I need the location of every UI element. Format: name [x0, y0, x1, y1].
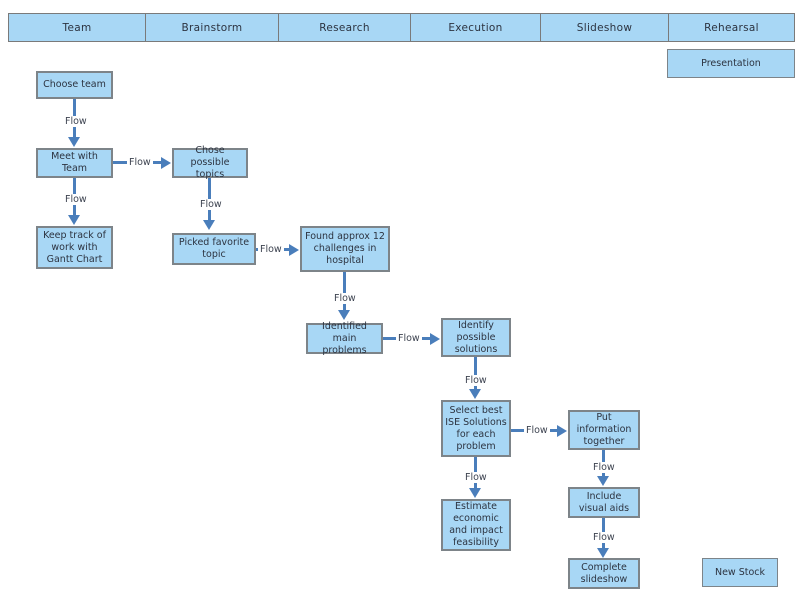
connector-picked-to-found-label: Flow [258, 244, 284, 255]
node-chose-possible-topics[interactable]: Chose possible topics [172, 145, 248, 180]
node-select-best-ise-solutions-label: Select best ISE Solutions for each probl… [445, 404, 507, 452]
lane-header-execution[interactable]: Execution [410, 13, 541, 42]
connector-put-to-include-arrow-icon [597, 476, 609, 486]
connector-meet-to-chose-label: Flow [127, 157, 153, 168]
lane-header-team[interactable]: Team [8, 13, 146, 42]
node-keep-track-gantt[interactable]: Keep track of work with Gantt Chart [36, 226, 113, 269]
node-meet-with-team-label: Meet with Team [51, 151, 98, 174]
connector-found-to-identified-arrow-icon [338, 310, 350, 320]
node-chose-possible-topics-label: Chose possible topics [190, 145, 230, 180]
connector-identified-to-identify-arrow-icon [430, 333, 440, 345]
node-new-stock[interactable]: New Stock [702, 558, 778, 587]
connector-put-to-include-label: Flow [591, 462, 617, 473]
node-identified-main-problems[interactable]: Identified main problems [306, 320, 383, 356]
node-choose-team-label: Choose team [43, 79, 106, 90]
lane-header-rehearsal-label: Rehearsal [704, 21, 759, 34]
connector-choose-to-meet-label: Flow [63, 116, 89, 127]
lane-header-brainstorm[interactable]: Brainstorm [145, 13, 279, 42]
node-found-challenges-label: Found approx 12 challenges in hospital [305, 231, 385, 266]
node-identify-possible-solutions[interactable]: Identify possible solutions [441, 318, 511, 357]
connector-select-to-estimate-label: Flow [463, 472, 489, 483]
node-keep-track-gantt-label: Keep track of work with Gantt Chart [43, 229, 106, 265]
connector-meet-to-keep-label: Flow [63, 194, 89, 205]
connector-identified-to-identify-label: Flow [396, 333, 422, 344]
node-identified-main-problems-label: Identified main problems [322, 320, 367, 356]
lane-header-rehearsal[interactable]: Rehearsal [668, 13, 795, 42]
connector-found-to-identified-label: Flow [332, 293, 358, 304]
node-new-stock-label: New Stock [714, 566, 766, 578]
node-complete-slideshow[interactable]: Complete slideshow [568, 558, 640, 589]
connector-select-to-estimate-arrow-icon [469, 488, 481, 498]
node-estimate-feasibility-label: Estimate economic and impact feasibility [449, 501, 503, 548]
lane-header-slideshow-label: Slideshow [576, 21, 633, 34]
node-choose-team[interactable]: Choose team [36, 71, 113, 99]
connector-include-to-complete-label: Flow [591, 532, 617, 543]
node-presentation[interactable]: Presentation [667, 49, 795, 78]
connector-picked-to-found-arrow-icon [289, 244, 299, 256]
connector-select-to-put-label: Flow [524, 425, 550, 436]
node-put-information-together-label: Put information together [576, 412, 632, 447]
node-include-visual-aids[interactable]: Include visual aids [568, 487, 640, 518]
node-put-information-together[interactable]: Put information together [568, 410, 640, 450]
connector-choose-to-meet-arrow-icon [68, 137, 80, 147]
lane-header-research-label: Research [319, 21, 370, 34]
lane-header-team-label: Team [62, 21, 92, 34]
connector-chose-to-picked-arrow-icon [203, 220, 215, 230]
node-picked-favorite-topic-label: Picked favorite topic [178, 237, 250, 260]
connector-identify-to-select-arrow-icon [469, 389, 481, 399]
node-found-challenges[interactable]: Found approx 12 challenges in hospital [300, 226, 390, 272]
lane-header-brainstorm-label: Brainstorm [181, 21, 243, 34]
node-meet-with-team[interactable]: Meet with Team [36, 148, 113, 178]
node-complete-slideshow-label: Complete slideshow [580, 561, 628, 585]
connector-chose-to-picked-label: Flow [198, 199, 224, 210]
lane-header-slideshow[interactable]: Slideshow [540, 13, 669, 42]
connector-meet-to-chose-arrow-icon [161, 157, 171, 169]
lane-header-execution-label: Execution [448, 21, 503, 34]
connector-identify-to-select-label: Flow [463, 375, 489, 386]
node-include-visual-aids-label: Include visual aids [578, 490, 630, 514]
connector-select-to-put-arrow-icon [557, 425, 567, 437]
node-presentation-label: Presentation [701, 57, 761, 69]
connector-include-to-complete-arrow-icon [597, 548, 609, 558]
connector-identify-to-select-line [474, 357, 477, 389]
connector-found-to-identified-line [343, 272, 346, 310]
node-picked-favorite-topic[interactable]: Picked favorite topic [172, 233, 256, 265]
node-select-best-ise-solutions[interactable]: Select best ISE Solutions for each probl… [441, 400, 511, 457]
node-estimate-feasibility[interactable]: Estimate economic and impact feasibility [441, 499, 511, 551]
connector-meet-to-keep-arrow-icon [68, 215, 80, 225]
node-identify-possible-solutions-label: Identify possible solutions [454, 319, 498, 355]
lane-header-research[interactable]: Research [278, 13, 411, 42]
